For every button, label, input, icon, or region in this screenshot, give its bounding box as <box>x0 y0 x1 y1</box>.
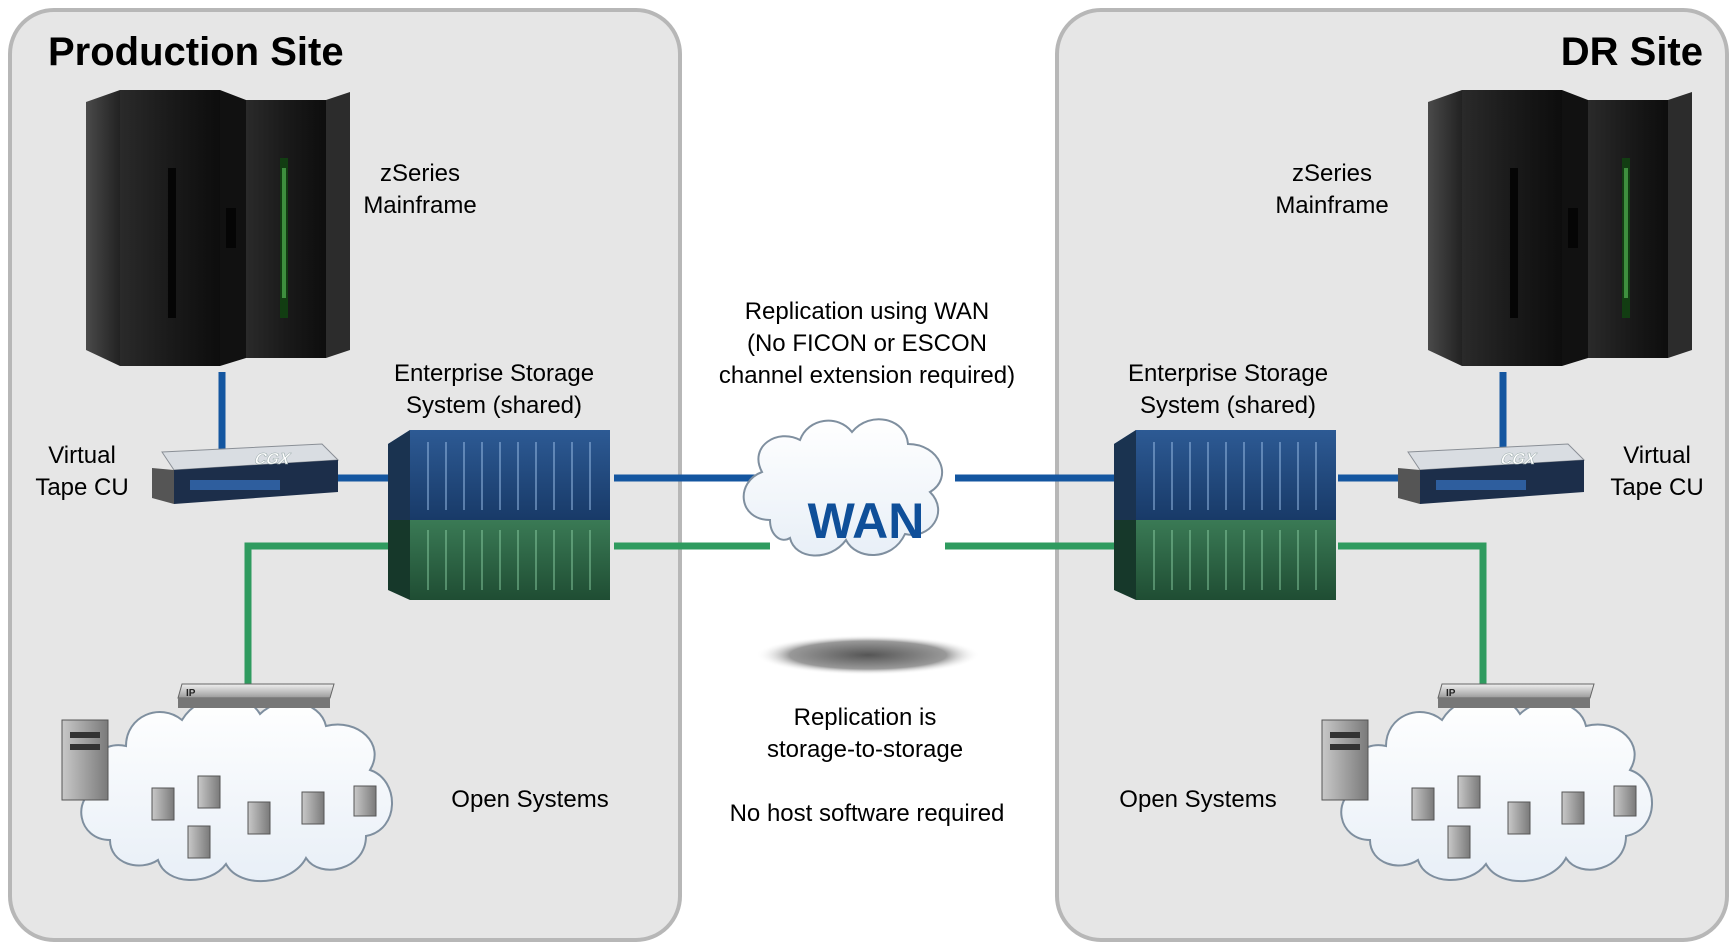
wan-shadow <box>756 635 980 675</box>
switch-brand-text: IP <box>186 688 196 699</box>
tape-unit-icon: CGX <box>1398 443 1586 504</box>
storage-to-storage-note: Replication is storage-to-storage <box>766 704 964 763</box>
tape-unit-icon: CGX <box>152 443 340 504</box>
host-software-note: No host software required <box>729 800 1005 827</box>
prod-mainframe-label: zSeries Mainframe <box>363 160 477 219</box>
tape-brand-text: CGX <box>1498 449 1539 467</box>
prod-storage-switch-link <box>244 542 400 684</box>
open-systems-cloud-icon: IP <box>1321 683 1653 883</box>
dr-storage-label: Enterprise Storage System (shared) <box>1127 360 1329 419</box>
storage-array-icon <box>388 430 610 600</box>
dr-site-title: DR Site <box>1560 30 1703 74</box>
prod-tape-label: Virtual Tape CU <box>35 442 129 501</box>
switch-brand-text: IP <box>1446 688 1456 699</box>
dr-storage-switch-link <box>1338 542 1487 684</box>
mainframe-icon <box>1428 90 1692 366</box>
server-tower-icon <box>1321 719 1369 801</box>
wan-label: WAN <box>808 493 925 549</box>
dr-open-systems-label: Open Systems <box>1119 786 1277 813</box>
storage-array-icon <box>1114 430 1336 600</box>
dr-tape-label: Virtual Tape CU <box>1610 442 1704 501</box>
replication-note: Replication using WAN (No FICON or ESCON… <box>718 298 1016 389</box>
prod-open-systems-label: Open Systems <box>451 786 609 813</box>
mainframe-icon <box>86 90 350 366</box>
ip-links <box>244 542 1487 684</box>
wan-cloud-icon: WAN <box>742 418 980 675</box>
open-systems-cloud-icon: IP <box>61 683 393 883</box>
dr-mainframe-label: zSeries Mainframe <box>1275 160 1389 219</box>
production-site-title: Production Site <box>48 30 344 74</box>
prod-storage-label: Enterprise Storage System (shared) <box>393 360 595 419</box>
server-tower-icon <box>61 719 109 801</box>
tape-brand-text: CGX <box>252 449 293 467</box>
ip-switch-icon: IP <box>1437 683 1595 708</box>
ip-switch-icon: IP <box>177 683 335 708</box>
